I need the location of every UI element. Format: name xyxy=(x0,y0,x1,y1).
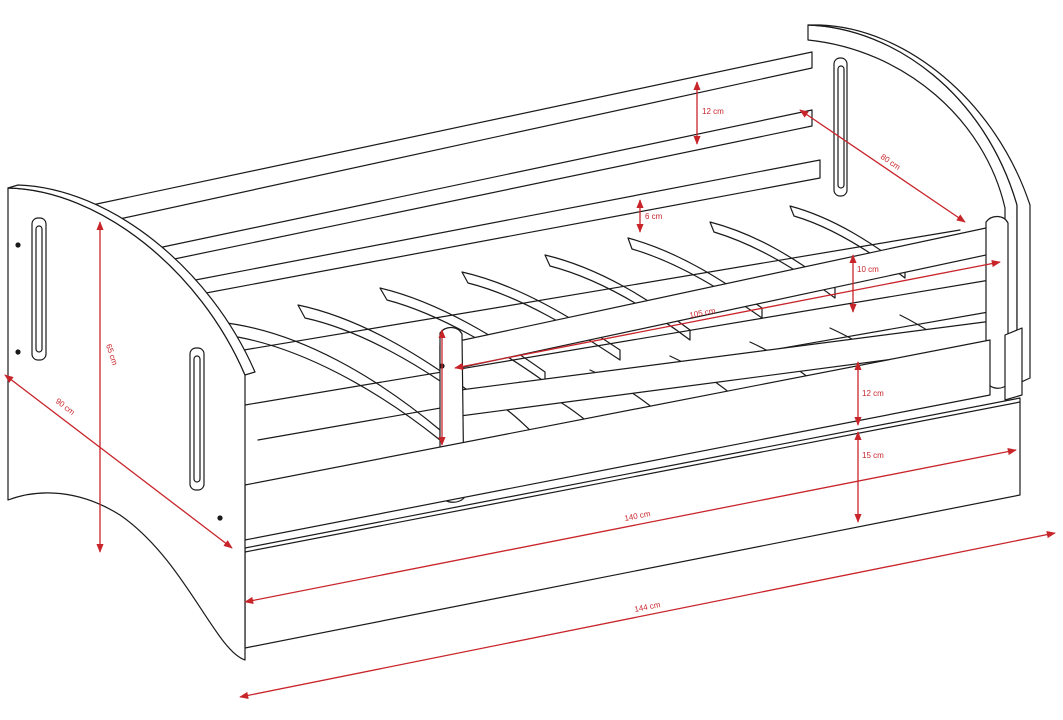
dim-lower-rail-height: 6 cm xyxy=(645,212,663,221)
dim-drawer-height: 15 cm xyxy=(862,451,884,460)
back-rails xyxy=(91,51,821,297)
dim-total-length: 144 cm xyxy=(634,600,662,614)
dim-side-board-height: 12 cm xyxy=(862,389,884,398)
dim-guard-rail-height: 10 cm xyxy=(857,265,879,274)
dim-headboard-depth: 80 cm xyxy=(879,152,902,172)
left-footboard xyxy=(7,184,256,661)
dimension-lines xyxy=(4,81,1056,699)
dim-top-rail-height: 12 cm xyxy=(702,107,724,116)
